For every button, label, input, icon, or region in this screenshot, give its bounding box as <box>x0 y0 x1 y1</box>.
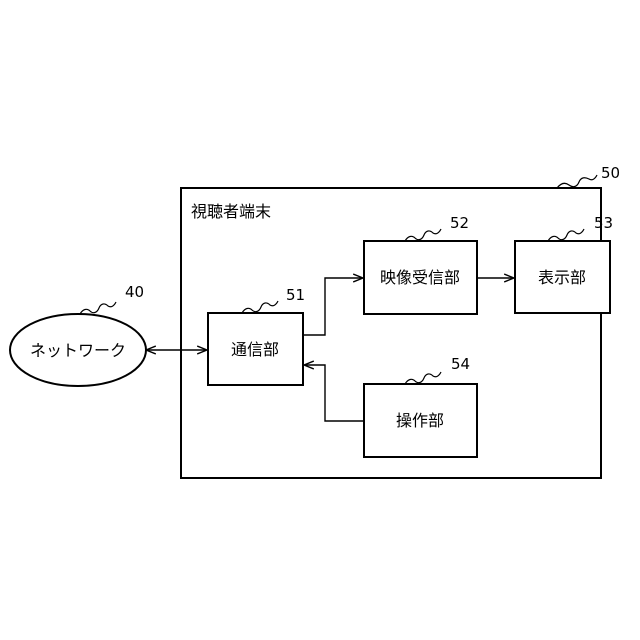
ref-51: 51 <box>286 286 305 304</box>
ref-54: 54 <box>451 355 470 373</box>
ref-52: 52 <box>450 214 469 232</box>
display-unit-label: 表示部 <box>538 268 586 287</box>
network-label: ネットワーク <box>30 341 126 360</box>
viewer-terminal-label: 視聴者端末 <box>191 202 271 221</box>
ref-50-leader <box>557 175 597 188</box>
operation-unit-label: 操作部 <box>396 411 444 430</box>
video-receiver-label: 映像受信部 <box>380 268 460 287</box>
ref-50: 50 <box>601 164 620 182</box>
ref-53: 53 <box>594 214 613 232</box>
ref-40: 40 <box>125 283 144 301</box>
ref-40-leader <box>80 302 116 314</box>
comm-unit-label: 通信部 <box>231 340 279 359</box>
